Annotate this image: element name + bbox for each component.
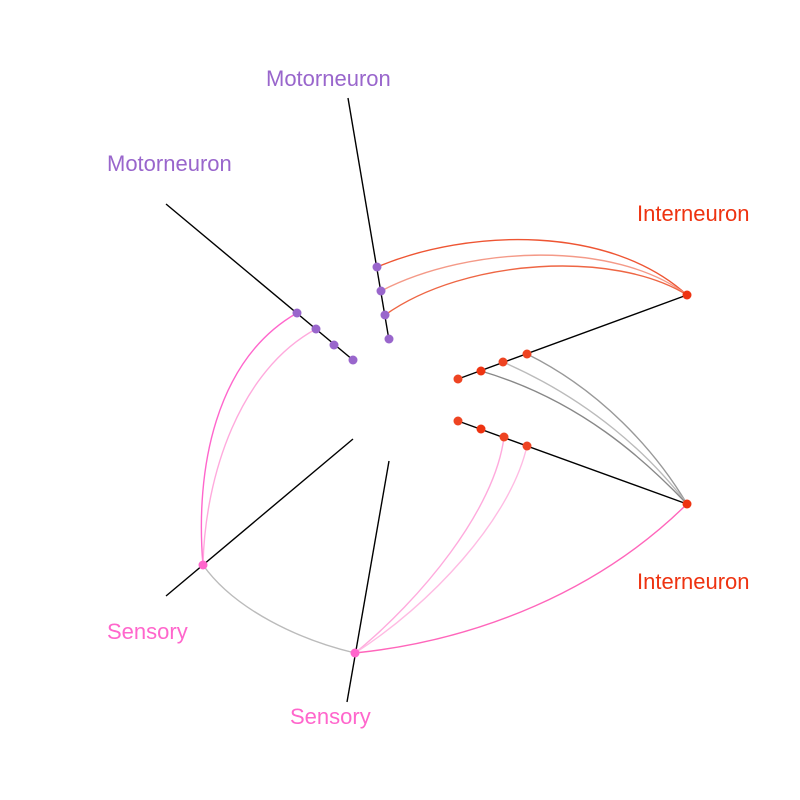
axis-motor-top bbox=[347, 97, 390, 341]
edge-inter-inter bbox=[526, 353, 688, 505]
edge-sensory-motor bbox=[200, 312, 298, 566]
axis-inter-bottom bbox=[457, 420, 688, 505]
node-interneuron bbox=[476, 424, 486, 434]
node-sensory bbox=[198, 560, 208, 570]
edge-inter-inter bbox=[502, 361, 688, 505]
edge-inter-inter bbox=[480, 370, 688, 505]
edge-motor-inter bbox=[376, 238, 688, 296]
edge-motor-inter bbox=[384, 265, 688, 316]
axis-sensory-left bbox=[165, 438, 354, 597]
node-interneuron bbox=[476, 366, 486, 376]
node-motorneuron bbox=[329, 340, 339, 350]
edge-sensory-inter bbox=[354, 503, 688, 654]
edge-sensory-sensory bbox=[202, 564, 356, 654]
nodes bbox=[198, 262, 692, 658]
label-sensory-bottom: Sensory bbox=[290, 704, 371, 729]
axis-inter-top bbox=[457, 294, 688, 380]
label-motorneuron-left: Motorneuron bbox=[107, 151, 232, 176]
edge-motor-inter bbox=[380, 254, 688, 296]
edge-sensory-inter bbox=[354, 436, 505, 654]
node-interneuron bbox=[682, 499, 692, 509]
axis-motor-left bbox=[165, 203, 354, 361]
edges bbox=[200, 238, 688, 654]
node-motorneuron bbox=[348, 355, 358, 365]
node-motorneuron bbox=[376, 286, 386, 296]
node-interneuron bbox=[498, 357, 508, 367]
axes bbox=[165, 97, 688, 703]
node-interneuron bbox=[499, 432, 509, 442]
node-interneuron bbox=[453, 374, 463, 384]
node-interneuron bbox=[682, 290, 692, 300]
label-interneuron-top: Interneuron bbox=[637, 201, 750, 226]
node-interneuron bbox=[522, 441, 532, 451]
node-motorneuron bbox=[372, 262, 382, 272]
node-motorneuron bbox=[311, 324, 321, 334]
axis-sensory-bottom bbox=[346, 460, 390, 703]
label-sensory-left: Sensory bbox=[107, 619, 188, 644]
node-sensory bbox=[350, 648, 360, 658]
edge-sensory-motor bbox=[202, 328, 317, 566]
label-interneuron-bottom: Interneuron bbox=[637, 569, 750, 594]
node-interneuron bbox=[522, 349, 532, 359]
node-motorneuron bbox=[384, 334, 394, 344]
label-motorneuron-top: Motorneuron bbox=[266, 66, 391, 91]
node-motorneuron bbox=[380, 310, 390, 320]
node-interneuron bbox=[453, 416, 463, 426]
edge-sensory-inter bbox=[354, 445, 528, 654]
node-motorneuron bbox=[292, 308, 302, 318]
